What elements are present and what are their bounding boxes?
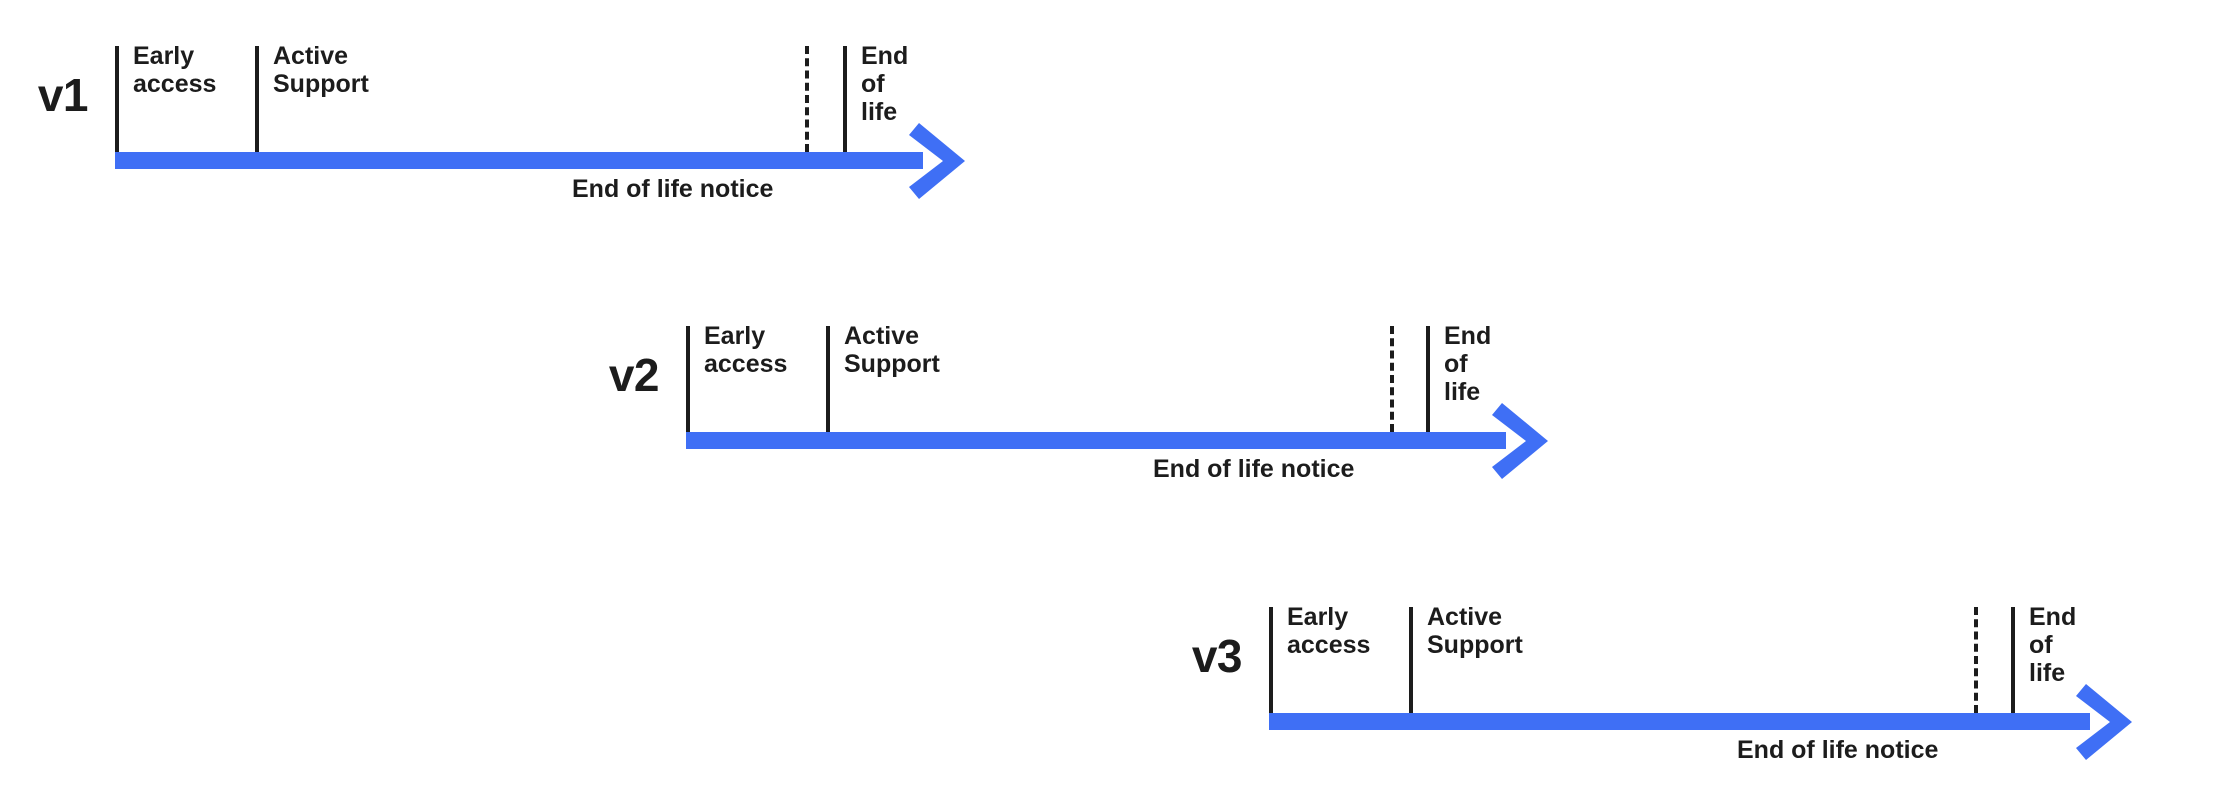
arrowhead-icon (2076, 683, 2132, 760)
end-of-life-notice-label: End of life notice (1153, 455, 1355, 483)
phase-label-early-access: Early access (704, 322, 788, 378)
divider-end-of-life (843, 46, 847, 152)
lifecycle-bar (115, 152, 923, 169)
version-label-v1: v1 (37, 69, 89, 121)
lifecycle-bar (686, 432, 1506, 449)
phase-label-early-access: Early access (133, 42, 217, 98)
end-of-life-notice-label: End of life notice (572, 175, 774, 203)
divider-end-of-life-notice-dashed (1974, 607, 1978, 713)
version-label-v2: v2 (608, 349, 660, 401)
phase-label-end-of-life: End of life (1444, 322, 1492, 406)
divider-start (686, 326, 690, 432)
divider-active-support (826, 326, 830, 432)
lifecycle-bar (1269, 713, 2090, 730)
arrowhead-icon (909, 122, 965, 199)
arrowhead-icon (1492, 402, 1548, 479)
divider-start (115, 46, 119, 152)
end-of-life-notice-label: End of life notice (1737, 736, 1939, 764)
phase-label-end-of-life: End of life (2029, 603, 2077, 687)
phase-label-active-support: Active Support (273, 42, 369, 98)
divider-end-of-life-notice-dashed (1390, 326, 1394, 432)
phase-label-active-support: Active Support (844, 322, 940, 378)
divider-active-support (255, 46, 259, 152)
phase-label-active-support: Active Support (1427, 603, 1523, 659)
divider-end-of-life (1426, 326, 1430, 432)
phase-label-early-access: Early access (1287, 603, 1371, 659)
phase-label-end-of-life: End of life (861, 42, 909, 126)
divider-end-of-life (2011, 607, 2015, 713)
version-label-v3: v3 (1191, 630, 1243, 682)
divider-start (1269, 607, 1273, 713)
divider-end-of-life-notice-dashed (805, 46, 809, 152)
divider-active-support (1409, 607, 1413, 713)
